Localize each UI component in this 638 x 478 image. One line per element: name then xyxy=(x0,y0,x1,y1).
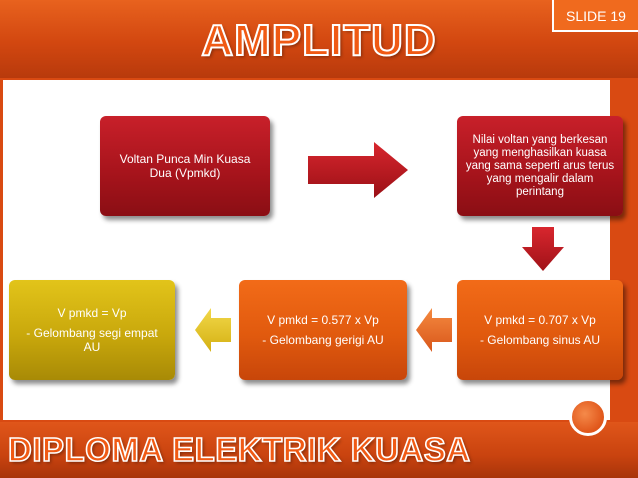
header-band xyxy=(0,0,638,78)
box-vpmkd-line2: Dua (Vpmkd) xyxy=(149,166,221,180)
footer-band xyxy=(0,422,638,478)
box-description-text: Nilai voltan yang berkesan yang menghasi… xyxy=(465,133,615,198)
arrow-down-icon xyxy=(522,227,564,271)
decorative-circle xyxy=(569,398,607,436)
box-sawtooth-line1: V pmkd = 0.577 x Vp xyxy=(267,313,379,327)
box-sine-line1: V pmkd = 0.707 x Vp xyxy=(484,313,596,327)
box-square-line1: V pmkd = Vp xyxy=(57,306,127,320)
box-square-wave: V pmkd = Vp - Gelombang segi empat AU xyxy=(9,280,175,380)
box-square-line2: - Gelombang segi empat AU xyxy=(26,326,158,354)
box-description: Nilai voltan yang berkesan yang menghasi… xyxy=(457,116,623,216)
footer-title: DIPLOMA ELEKTRIK KUASA xyxy=(7,430,471,469)
box-sawtooth-wave: V pmkd = 0.577 x Vp - Gelombang gerigi A… xyxy=(239,280,407,380)
box-sine-line2: - Gelombang sinus AU xyxy=(479,333,601,347)
box-sawtooth-line2: - Gelombang gerigi AU xyxy=(262,333,384,347)
content-area: Voltan Punca Min Kuasa Dua (Vpmkd) Nilai… xyxy=(3,80,623,420)
slide-number-badge: SLIDE 19 xyxy=(552,0,638,32)
box-vpmkd-definition: Voltan Punca Min Kuasa Dua (Vpmkd) xyxy=(100,116,270,216)
slide-title: AMPLITUD xyxy=(200,15,437,66)
arrow-left-icon xyxy=(416,308,452,352)
arrow-left-icon xyxy=(195,308,231,352)
arrow-right-icon xyxy=(308,142,408,198)
box-vpmkd-line1: Voltan Punca Min Kuasa xyxy=(119,152,251,166)
box-sine-wave: V pmkd = 0.707 x Vp - Gelombang sinus AU xyxy=(457,280,623,380)
